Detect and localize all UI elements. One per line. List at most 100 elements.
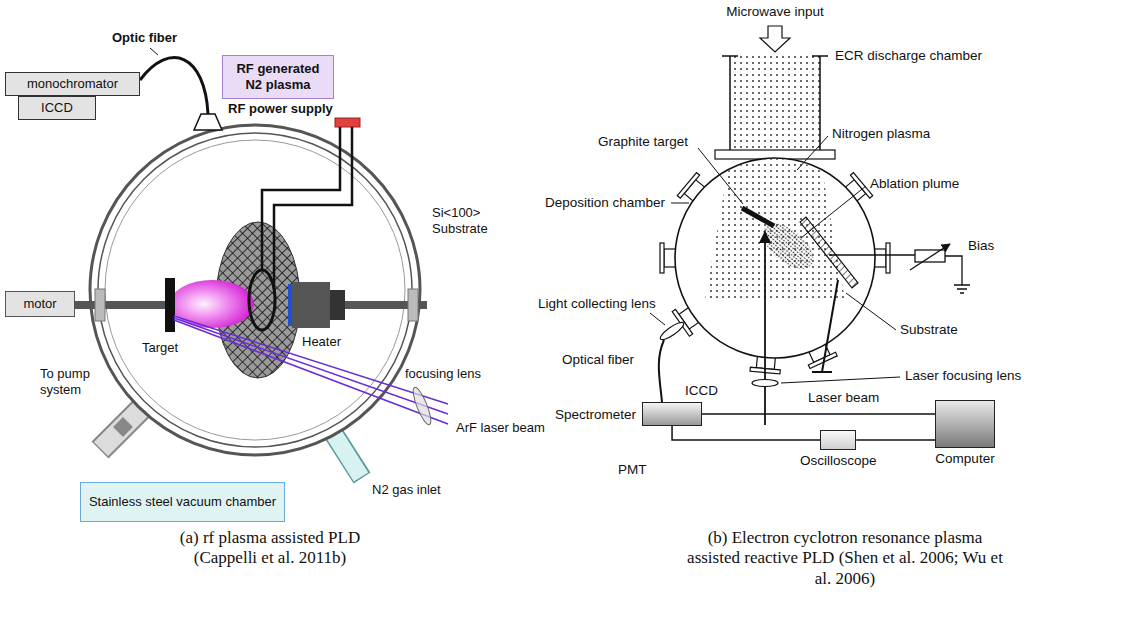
leader-lines-part bbox=[846, 293, 896, 330]
microwave-arrow-part bbox=[760, 26, 790, 52]
part-label: Ablation plume bbox=[870, 176, 959, 192]
part-label: Si<100> Substrate bbox=[432, 205, 496, 236]
rf-coil bbox=[249, 127, 352, 330]
ecr-chamber-part bbox=[730, 56, 820, 158]
heater bbox=[288, 282, 345, 328]
shaft-part bbox=[95, 289, 105, 321]
part-label: Nitrogen plasma bbox=[832, 126, 930, 142]
spectrometer-unit: Spectrometer bbox=[555, 402, 702, 426]
leader-lines bbox=[650, 136, 900, 383]
part-label: Deposition chamber bbox=[545, 195, 665, 211]
laser-beam-part bbox=[410, 386, 434, 427]
deposition-chamber bbox=[675, 158, 875, 358]
bias-circuit-part bbox=[945, 256, 970, 293]
light-collecting-lens bbox=[658, 320, 686, 402]
part-label: PMT bbox=[618, 462, 647, 478]
bias-circuit-part bbox=[829, 254, 915, 255]
figure-caption: (a) rf plasma assisted PLD (Cappelli et … bbox=[150, 528, 390, 569]
instrument-box: monochromator bbox=[5, 72, 140, 96]
part-label: Heater bbox=[302, 334, 341, 350]
shaft-part bbox=[75, 301, 165, 309]
part-label: Bias bbox=[968, 238, 994, 254]
target bbox=[165, 278, 175, 332]
part-label: ArF laser beam bbox=[456, 420, 545, 436]
part-label: Graphite target bbox=[598, 134, 688, 150]
leader-lines-part bbox=[797, 136, 828, 170]
node-text: Spectrometer bbox=[555, 407, 636, 422]
optic-fiber-part bbox=[140, 58, 208, 114]
part-label: ECR discharge chamber bbox=[835, 48, 982, 64]
part-label: Optical fiber bbox=[562, 352, 634, 368]
laser-beam-b bbox=[752, 232, 778, 425]
ports-part-part bbox=[886, 243, 890, 273]
spectrometer-unit-shape bbox=[642, 402, 702, 426]
part-label: Substrate bbox=[900, 322, 958, 338]
computer-unit: Computer bbox=[935, 400, 995, 466]
optic-fiber-part bbox=[150, 48, 158, 55]
leader-lines-part bbox=[781, 377, 900, 383]
shaft-part bbox=[408, 289, 418, 321]
part-label: ICCD bbox=[685, 383, 718, 399]
vacuum-chamber-part bbox=[105, 140, 405, 440]
target-part bbox=[165, 278, 175, 332]
part-label: Laser focusing lens bbox=[905, 368, 1021, 384]
deposition-chamber-part bbox=[675, 158, 875, 358]
node-text: Computer bbox=[935, 451, 994, 466]
ports-part-part bbox=[660, 243, 664, 273]
bias-circuit bbox=[829, 244, 970, 293]
rf-coil-part bbox=[274, 127, 352, 290]
heater-part bbox=[330, 290, 345, 320]
node-text: Oscilloscope bbox=[800, 453, 877, 468]
optic-fiber bbox=[140, 48, 222, 130]
oscilloscope-unit-shape bbox=[820, 430, 856, 450]
substrate bbox=[800, 217, 858, 372]
computer-unit-shape bbox=[935, 400, 995, 448]
graphite-target bbox=[742, 208, 774, 226]
plasma-note-box: RF generated N2 plasma bbox=[222, 55, 334, 99]
signal-wire bbox=[702, 413, 935, 415]
laser-beam-b-part bbox=[764, 232, 766, 425]
part-label: N2 gas inlet bbox=[372, 482, 441, 498]
ecr-chamber bbox=[715, 56, 835, 159]
substrate-part bbox=[822, 280, 838, 372]
substrate-part bbox=[800, 217, 858, 288]
optic-fiber-part bbox=[194, 114, 222, 130]
vacuum-chamber-part bbox=[90, 125, 420, 455]
vacuum-chamber-part bbox=[98, 133, 412, 447]
bias-circuit-part bbox=[910, 244, 950, 270]
node-text: RF generated N2 plasma bbox=[228, 61, 328, 92]
laser-beam-part bbox=[174, 316, 448, 404]
laser-beam-b-part bbox=[752, 380, 778, 387]
part-label: Target bbox=[142, 340, 178, 356]
part-label: Microwave input bbox=[715, 4, 835, 20]
part-label: To pump system bbox=[40, 366, 112, 397]
rf-power-supply-part bbox=[335, 118, 360, 127]
leader-lines-part bbox=[650, 313, 665, 325]
node-text: motor bbox=[11, 296, 69, 312]
part-label: focusing lens bbox=[405, 366, 481, 382]
detector-box: ICCD bbox=[18, 96, 96, 120]
graphite-target-part bbox=[742, 208, 774, 226]
leader-lines-part bbox=[698, 148, 743, 204]
signal-wire bbox=[672, 426, 820, 440]
heater-part bbox=[292, 282, 330, 328]
node-text: Stainless steel vacuum chamber bbox=[86, 494, 279, 510]
deposition-chamber-part bbox=[705, 158, 845, 300]
part-label: Optic fiber bbox=[112, 30, 177, 46]
ports-part-part bbox=[677, 173, 699, 199]
motor-box: motor bbox=[5, 291, 75, 317]
leader-lines-part bbox=[671, 203, 689, 204]
rf-power-supply bbox=[335, 118, 360, 127]
part-label: Light collecting lens bbox=[538, 296, 656, 312]
microwave-arrow bbox=[760, 26, 790, 52]
signal-wire bbox=[856, 439, 935, 441]
leader-lines-part bbox=[801, 186, 866, 238]
vacuum-chamber bbox=[90, 125, 420, 455]
part-label: RF power supply bbox=[228, 101, 333, 117]
pump-tube-part bbox=[113, 417, 133, 437]
ports-part-part bbox=[850, 173, 872, 199]
bias-circuit-part bbox=[915, 250, 945, 262]
figure-caption: (b) Electron cyclotron resonance plasma … bbox=[680, 528, 1010, 589]
node-text: monochromator bbox=[11, 76, 134, 92]
